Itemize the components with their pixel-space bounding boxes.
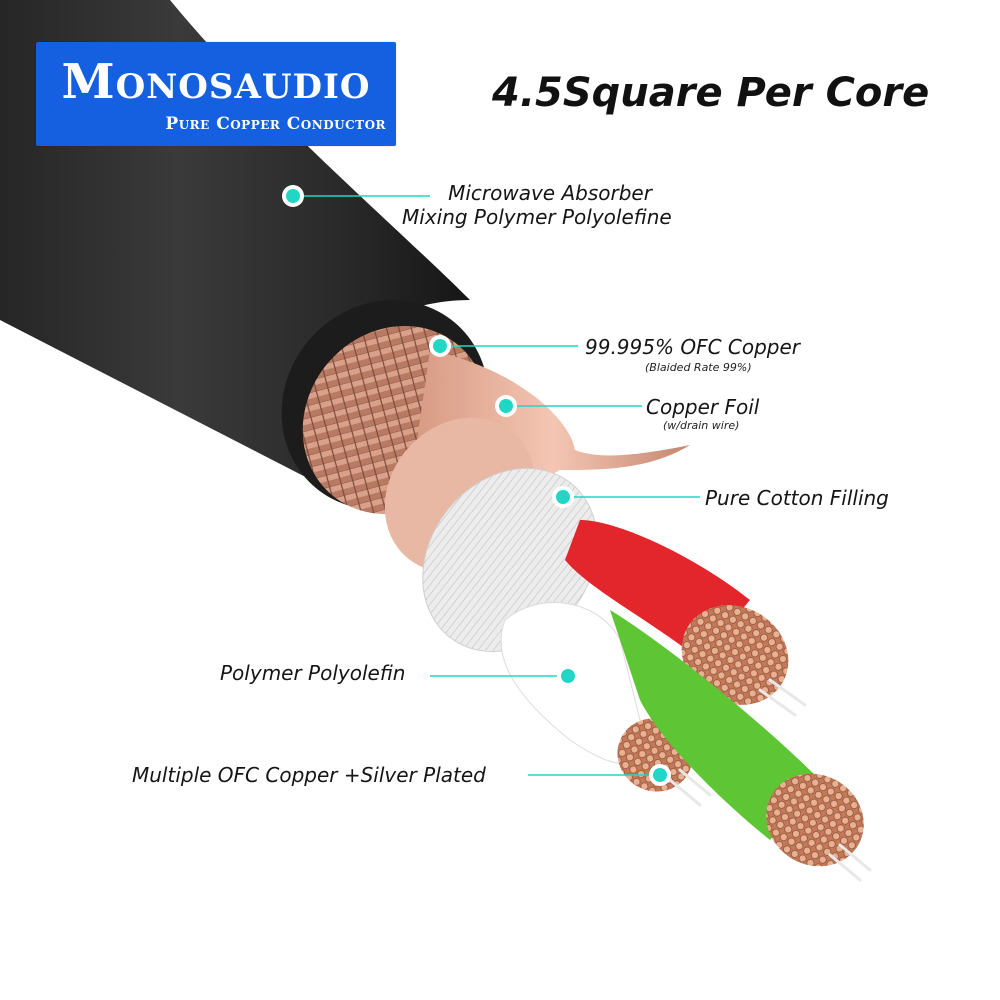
conductor-label: Multiple OFC Copper +Silver Plated (132, 763, 486, 787)
brand-logo: Monosaudio Pure Copper Conductor (36, 42, 396, 146)
braid-label: 99.995% OFC Copper (585, 335, 801, 359)
green-core (610, 610, 820, 840)
jacket-label-line1: Microwave Absorber (448, 181, 652, 205)
callout-dot-icon (649, 764, 671, 786)
headline: 4.5Square Per Core (492, 70, 930, 116)
callout-lines (303, 195, 700, 776)
braid-note: (Blaided Rate 99%) (645, 361, 752, 374)
foil-note: (w/drain wire) (663, 419, 740, 432)
red-core-end (681, 605, 789, 705)
jacket-label-line2: Mixing Polymer Polyolefine (402, 205, 672, 229)
green-core-end (766, 773, 864, 867)
callout-dot-icon (429, 335, 451, 357)
brand-name: Monosaudio (61, 54, 371, 110)
foil-label: Copper Foil (646, 395, 760, 419)
brand-tagline: Pure Copper Conductor (165, 114, 386, 134)
insulation-label: Polymer Polyolefin (220, 661, 406, 685)
callout-dot-icon (557, 665, 579, 687)
filling-label: Pure Cotton Filling (705, 486, 889, 510)
callout-dot-icon (495, 395, 517, 417)
callout-dot-icon (282, 185, 304, 207)
silver-strand-tips (668, 678, 872, 882)
callout-dot-icon (552, 486, 574, 508)
